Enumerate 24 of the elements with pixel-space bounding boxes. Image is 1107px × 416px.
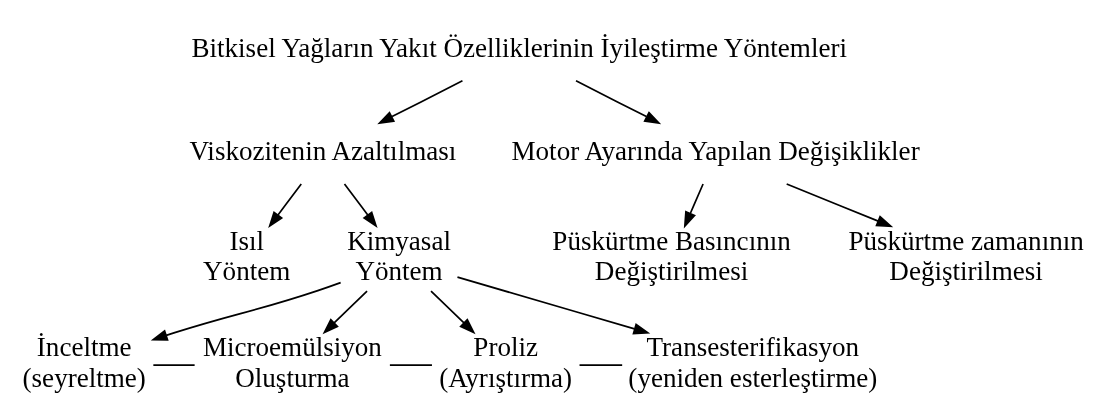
- node-text: İnceltme (seyreltme): [22, 331, 146, 393]
- connector: [578, 363, 623, 366]
- arrow: [268, 182, 303, 228]
- node-text: Viskozitenin Azaltılması: [189, 135, 457, 166]
- node-text: Kimyasal Yöntem: [347, 225, 451, 286]
- arrow: [377, 79, 464, 124]
- node-text: Motor Ayarında Yapılan Değişiklikler: [511, 135, 920, 166]
- connector: [389, 363, 433, 366]
- arrow: [575, 79, 662, 124]
- node-text: Bitkisel Yağların Yakıt Özelliklerinin İyileştirme Yöntemleri: [191, 32, 848, 63]
- arrow: [683, 182, 704, 228]
- node-text: Püskürtme zamanının Değiştirilmesi: [848, 225, 1084, 286]
- arrow: [785, 182, 894, 227]
- arrow: [343, 182, 378, 228]
- arrow: [430, 289, 476, 334]
- arrow: [322, 289, 368, 334]
- node-text: Proliz (Ayrıştırma): [439, 331, 573, 393]
- node-text: Transesterifikasyon (yeniden esterleştirme): [628, 331, 878, 393]
- node-text: Isıl Yöntem: [203, 225, 291, 286]
- arrow: [456, 275, 651, 334]
- node-text: Püskürtme Basıncının Değiştirilmesi: [552, 225, 791, 286]
- arrow: [150, 281, 342, 341]
- connector: [152, 363, 196, 366]
- node-text: Microemülsiyon Oluşturma: [202, 331, 382, 393]
